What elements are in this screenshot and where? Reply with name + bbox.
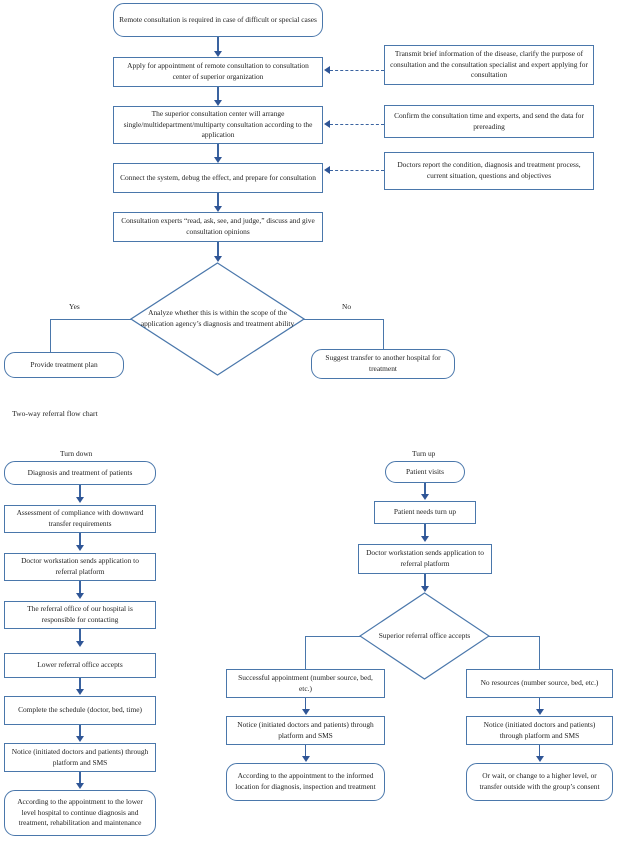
arrow-apply-to-arrange [213, 100, 222, 106]
node-experts: Consultation experts “read, ask, see, an… [113, 212, 323, 242]
node-start: Remote consultation is required in case … [113, 3, 323, 37]
diamond-shape [130, 262, 305, 376]
connector-no-horizontal [304, 319, 384, 320]
connector-reject-vertical [539, 636, 540, 670]
annotation-note-apply: Transmit brief information of the diseas… [384, 45, 594, 85]
heading-turn-up: Turn up [412, 449, 436, 458]
connector-td2-td3 [79, 533, 81, 547]
node-rb1: No resources (number source, bed, etc.) [466, 669, 613, 698]
connector-td1-td2 [79, 485, 81, 499]
node-arrange: The superior consultation center will ar… [113, 106, 323, 144]
node-tu1: Patient visits [385, 461, 465, 483]
arrow-note-apply [324, 66, 330, 74]
node-connect: Connect the system, debug the effect, an… [113, 163, 323, 193]
connector-start-to-apply [217, 37, 219, 53]
arrow-note-connect [324, 166, 330, 174]
connector-yes-vertical [50, 319, 51, 353]
arrow-tu2-tu3 [420, 536, 429, 542]
node-provide-plan: Provide treatment plan [4, 352, 124, 378]
caption-two-way-referral: Two-way referral flow chart [12, 409, 98, 418]
node-suggest-transfer: Suggest transfer to another hospital for… [311, 349, 455, 379]
connector-tu2-tu3 [424, 524, 426, 538]
annotation-note-arrange: Confirm the consultation time and expert… [384, 105, 594, 138]
arrow-td4-td5 [75, 641, 84, 647]
arrow-rb1-rb2 [535, 709, 544, 715]
node-tu3: Doctor workstation sends application to … [358, 544, 492, 574]
node-td2: Assessment of compliance with downward t… [4, 505, 156, 533]
annotation-note-connect: Doctors report the condition, diagnosis … [384, 152, 594, 190]
connector-ab2-ab3 [305, 745, 307, 758]
node-tu2: Patient needs turn up [374, 501, 476, 524]
diamond-shape-superior [359, 592, 490, 680]
node-rb3: Or wait, or change to a higher level, or… [466, 763, 613, 801]
connector-rb2-rb3 [539, 745, 541, 758]
arrow-tu3-tu4 [420, 586, 429, 592]
connector-reject-horizontal [488, 636, 540, 637]
arrow-start-to-apply [213, 51, 222, 57]
connector-connect-to-experts [217, 193, 219, 208]
connector-rb1-rb2 [539, 698, 541, 711]
dash-note-connect [330, 170, 384, 171]
connector-experts-to-decision [217, 242, 219, 259]
heading-turn-down: Turn down [60, 449, 93, 458]
connector-apply-to-arrange [217, 87, 219, 102]
arrow-experts-to-decision [213, 256, 222, 262]
node-td1: Diagnosis and treatment of patients [4, 461, 156, 485]
node-td5: Lower referral office accepts [4, 653, 156, 678]
node-decision-scope: Analyze whether this is within the scope… [130, 262, 305, 376]
decision-scope-label: Analyze whether this is within the scope… [140, 308, 295, 328]
connector-td3-td4 [79, 581, 81, 595]
arrow-arrange-to-connect [213, 157, 222, 163]
branch-label-yes: Yes [69, 302, 80, 311]
connector-accept-vertical [305, 636, 306, 670]
arrow-td7-td8 [75, 783, 84, 789]
arrow-note-arrange [324, 120, 330, 128]
connector-tu3-tu4 [424, 574, 426, 588]
node-td6: Complete the schedule (doctor, bed, time… [4, 696, 156, 725]
node-ab1: Successful appointment (number source, b… [226, 669, 385, 698]
connector-arrange-to-connect [217, 144, 219, 159]
node-td4: The referral office of our hospital is r… [4, 601, 156, 629]
arrow-connect-to-experts [213, 206, 222, 212]
node-ab3: According to the appointment to the info… [226, 763, 385, 801]
arrow-rb2-rb3 [535, 756, 544, 762]
connector-accept-horizontal [305, 636, 361, 637]
connector-ab1-ab2 [305, 698, 307, 711]
arrow-td1-td2 [75, 497, 84, 503]
dash-note-arrange [330, 124, 384, 125]
node-apply: Apply for appointment of remote consulta… [113, 57, 323, 87]
node-ab2: Notice (initiated doctors and patients) … [226, 716, 385, 745]
arrow-td5-td6 [75, 689, 84, 695]
connector-tu1-tu2 [424, 483, 426, 496]
connector-td6-td7 [79, 725, 81, 738]
decision-superior-label: Superior referral office accepts [378, 630, 471, 640]
arrow-tu1-tu2 [420, 494, 429, 500]
branch-label-no: No [342, 302, 352, 311]
dash-note-apply [330, 70, 384, 71]
node-td8: According to the appointment to the lowe… [4, 790, 156, 836]
node-rb2: Notice (initiated doctors and patients) … [466, 716, 613, 745]
connector-no-vertical [383, 319, 384, 350]
arrow-td3-td4 [75, 593, 84, 599]
connector-td7-td8 [79, 772, 81, 785]
arrow-ab1-ab2 [301, 709, 310, 715]
node-td7: Notice (initiated doctors and patients) … [4, 743, 156, 772]
node-td3: Doctor workstation sends application to … [4, 553, 156, 581]
node-decision-superior-accepts: Superior referral office accepts [359, 592, 490, 680]
arrow-ab2-ab3 [301, 756, 310, 762]
connector-td4-td5 [79, 629, 81, 643]
arrow-td2-td3 [75, 545, 84, 551]
connector-td5-td6 [79, 678, 81, 691]
arrow-td6-td7 [75, 736, 84, 742]
connector-yes-horizontal [50, 319, 131, 320]
